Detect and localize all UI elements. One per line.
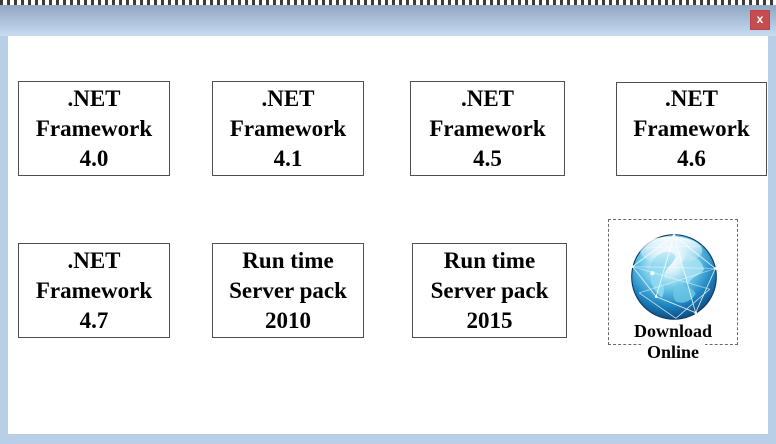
net-framework-4.5-button[interactable]: .NET Framework 4.5 xyxy=(410,81,565,176)
runtime-server-pack-2015-button[interactable]: Run time Server pack 2015 xyxy=(412,243,567,338)
close-button[interactable]: x xyxy=(750,10,770,30)
net-framework-4.1-button[interactable]: .NET Framework 4.1 xyxy=(212,81,364,176)
download-label-line1: Download xyxy=(633,321,713,341)
window-frame-left xyxy=(0,36,8,444)
globe-icon xyxy=(627,229,721,323)
titlebar[interactable] xyxy=(0,5,776,36)
download-online-label: Download Online xyxy=(597,321,749,363)
net-framework-4.6-button[interactable]: .NET Framework 4.6 xyxy=(616,82,767,176)
net-framework-4.7-button[interactable]: .NET Framework 4.7 xyxy=(18,243,170,338)
download-label-line2: Online xyxy=(640,342,705,363)
download-online-button[interactable]: Download Online xyxy=(608,219,738,363)
runtime-server-pack-2010-button[interactable]: Run time Server pack 2010 xyxy=(212,243,364,338)
window-frame-bottom xyxy=(0,434,776,444)
window-frame-right xyxy=(768,36,776,444)
net-framework-4.0-button[interactable]: .NET Framework 4.0 xyxy=(18,81,170,176)
